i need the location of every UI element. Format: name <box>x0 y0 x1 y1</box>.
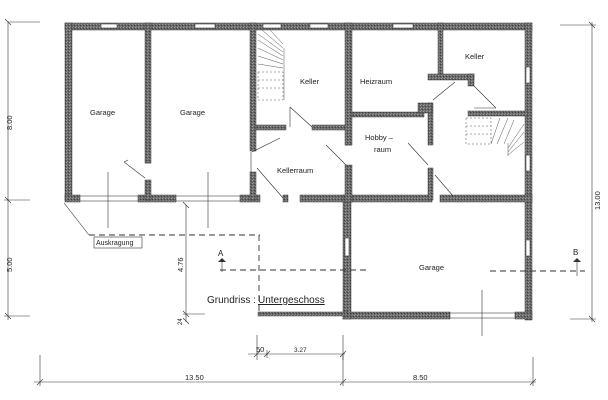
outer-walls <box>64 22 533 321</box>
drawing-title: Grundriss : Untergeschoss <box>207 295 325 306</box>
room-label-keller-1: Keller <box>300 77 320 86</box>
room-label-kellerraum: Kellerraum <box>277 166 313 175</box>
doors <box>123 81 497 199</box>
cantilever-label: Auskragung <box>96 240 133 247</box>
room-labels: Garage Garage Keller Kellerraum Heizraum… <box>90 52 485 272</box>
section-b-label: B <box>573 248 578 257</box>
room-label-hobbyraum-2: raum <box>374 145 391 154</box>
dim-vertical-small: 24 <box>178 318 184 325</box>
room-label-garage-1: Garage <box>90 108 115 117</box>
room-label-heizraum: Heizraum <box>360 77 392 86</box>
cantilever-annotation: Auskragung <box>63 202 260 312</box>
title-main: Untergeschoss <box>258 295 325 306</box>
room-label-keller-2: Keller <box>465 52 485 61</box>
room-label-garage-2: Garage <box>180 108 205 117</box>
room-label-garage-3: Garage <box>419 263 444 272</box>
dim-right-total: 13.00 <box>593 191 602 210</box>
dim-offset-small: 50 <box>256 345 264 354</box>
dim-left-lower: 5.00 <box>5 257 14 272</box>
title-prefix: Grundriss : <box>207 295 256 306</box>
dim-vertical-mid: 4.76 <box>176 257 185 272</box>
stairs <box>257 29 525 156</box>
section-line: A B <box>218 248 585 276</box>
reference-lines <box>107 172 483 336</box>
section-a-label: A <box>218 249 224 258</box>
dim-bottom-right: 8.50 <box>413 373 428 382</box>
dimension-lines: 8.00 5.00 13.00 4.76 24 50 3.27 <box>4 18 602 386</box>
dim-bottom-left: 13.50 <box>185 373 204 382</box>
room-label-hobbyraum-1: Hobby – <box>365 133 394 142</box>
dim-offset-large: 3.27 <box>294 347 307 354</box>
dim-left-upper: 8.00 <box>5 115 14 130</box>
